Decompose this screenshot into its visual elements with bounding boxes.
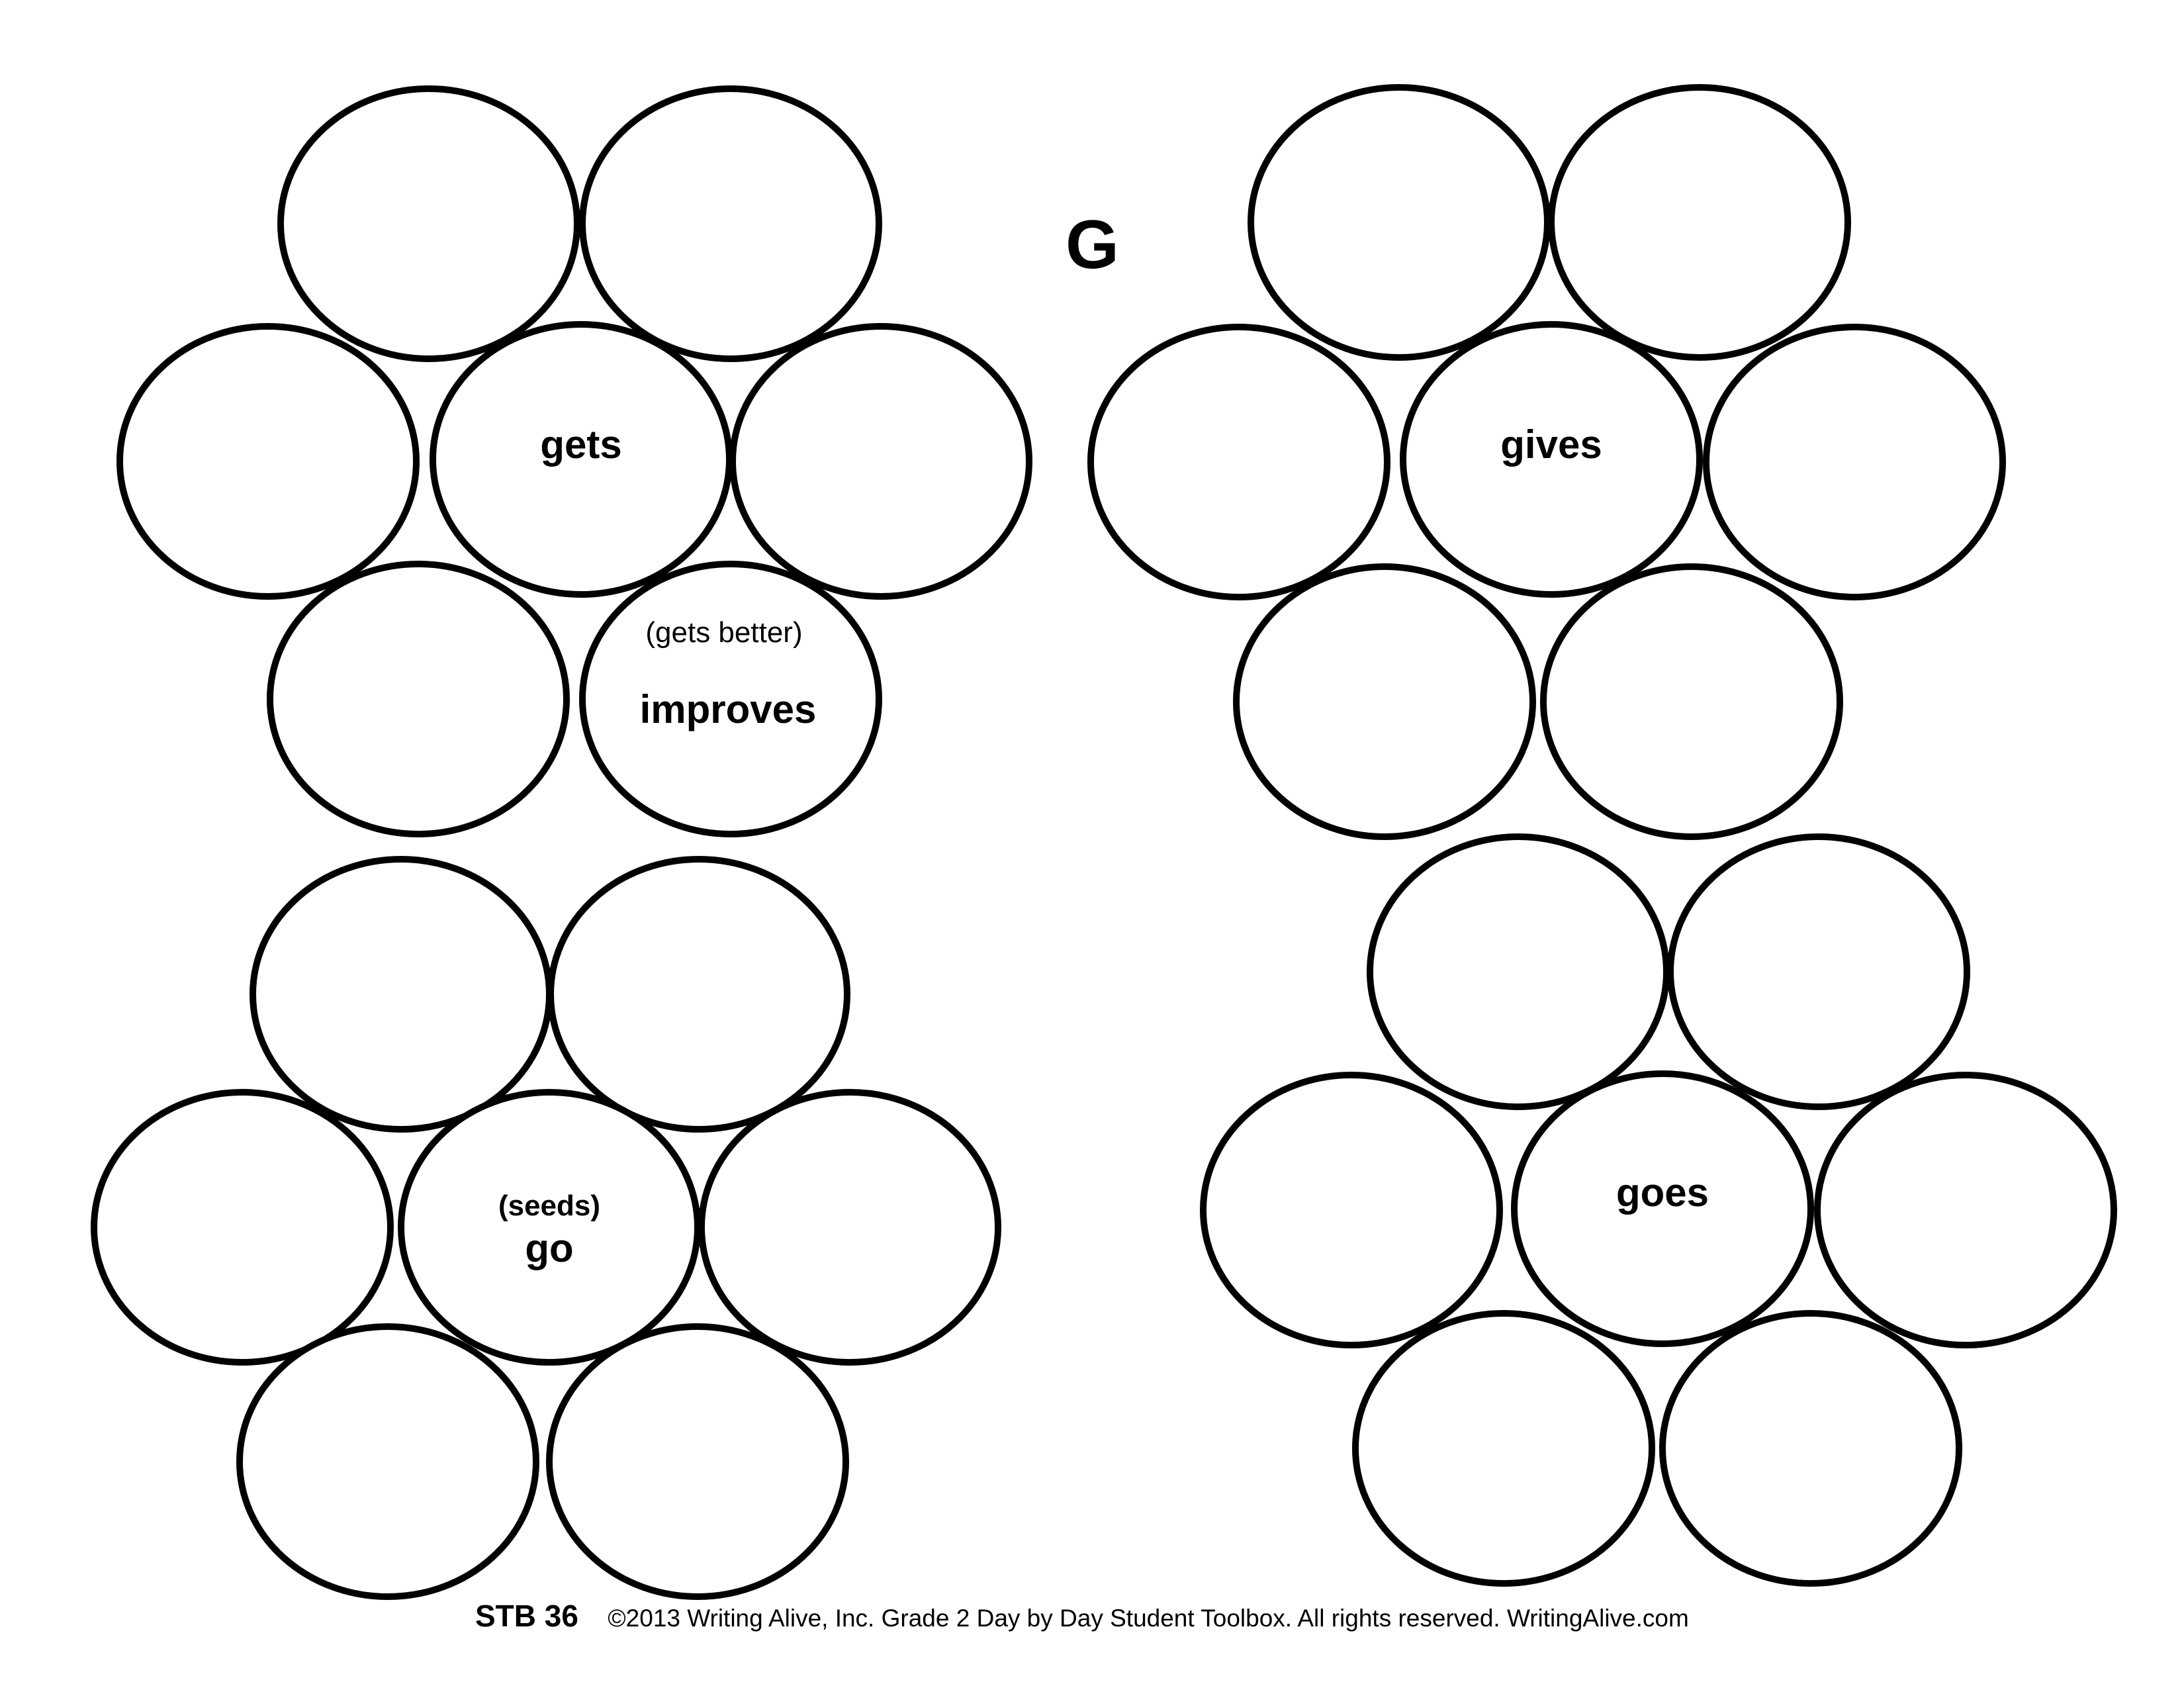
cluster-goes xyxy=(1200,833,2117,1587)
cluster-gives-center-word: gives xyxy=(1500,422,1602,467)
page-footer: STB 36 ©2013 Writing Alive, Inc. Grade 2… xyxy=(475,1601,1689,1631)
cluster-go-oval-top-right xyxy=(547,856,850,1133)
cluster-go-oval-middle-left xyxy=(91,1089,394,1366)
cluster-go-oval-top-left xyxy=(250,856,553,1133)
cluster-goes-center-word: goes xyxy=(1615,1170,1709,1215)
cluster-gets-center-word: gets xyxy=(540,422,622,467)
cluster-goes-oval-middle-right xyxy=(1814,1072,2117,1348)
cluster-gets-oval-top-right xyxy=(579,85,882,362)
cluster-gets-oval-bottom-left xyxy=(267,561,570,837)
cluster-gets xyxy=(116,85,1032,837)
cluster-goes-oval-middle-left xyxy=(1200,1072,1503,1348)
cluster-gets-oval-bottom-right xyxy=(579,561,882,837)
cluster-goes-oval-bottom-right xyxy=(1659,1310,1962,1587)
cluster-gives-oval-middle-right xyxy=(1703,324,2006,600)
cluster-gets-extra-hint: (gets better) xyxy=(645,616,803,649)
cluster-gives-oval-center xyxy=(1400,321,1703,598)
cluster-goes-oval-center xyxy=(1511,1070,1814,1347)
cluster-gets-oval-top-left xyxy=(277,85,580,362)
cluster-go-oval-bottom-left xyxy=(236,1323,539,1600)
footer-copyright: ©2013 Writing Alive, Inc. Grade 2 Day by… xyxy=(608,1605,1689,1632)
cluster-gives-oval-bottom-left xyxy=(1233,563,1536,840)
cluster-gets-oval-center xyxy=(430,321,733,598)
cluster-gets-oval-middle-left xyxy=(116,323,420,600)
cluster-gives-oval-top-right xyxy=(1548,84,1851,361)
cluster-gives-oval-middle-left xyxy=(1087,324,1390,600)
cluster-go-center-word: go xyxy=(525,1226,574,1270)
cluster-go-center-hint: (seeds) xyxy=(498,1190,601,1222)
cluster-go xyxy=(91,856,1001,1600)
cluster-gives xyxy=(1087,84,2006,840)
cluster-go-oval-bottom-right xyxy=(546,1323,849,1600)
cluster-go-oval-middle-right xyxy=(698,1089,1001,1366)
page-letter: G xyxy=(1066,207,1119,283)
cluster-gets-oval-middle-right xyxy=(729,323,1032,600)
cluster-gets-extra-word: improves xyxy=(639,687,817,731)
cluster-goes-oval-bottom-left xyxy=(1352,1310,1655,1587)
cluster-gives-oval-top-left xyxy=(1248,84,1551,361)
cluster-gives-oval-bottom-right xyxy=(1540,563,1843,840)
footer-page-code: STB 36 xyxy=(475,1599,578,1633)
cluster-goes-oval-top-left xyxy=(1367,833,1670,1110)
cluster-go-oval-center xyxy=(398,1089,701,1366)
cluster-goes-oval-top-right xyxy=(1667,833,1970,1110)
